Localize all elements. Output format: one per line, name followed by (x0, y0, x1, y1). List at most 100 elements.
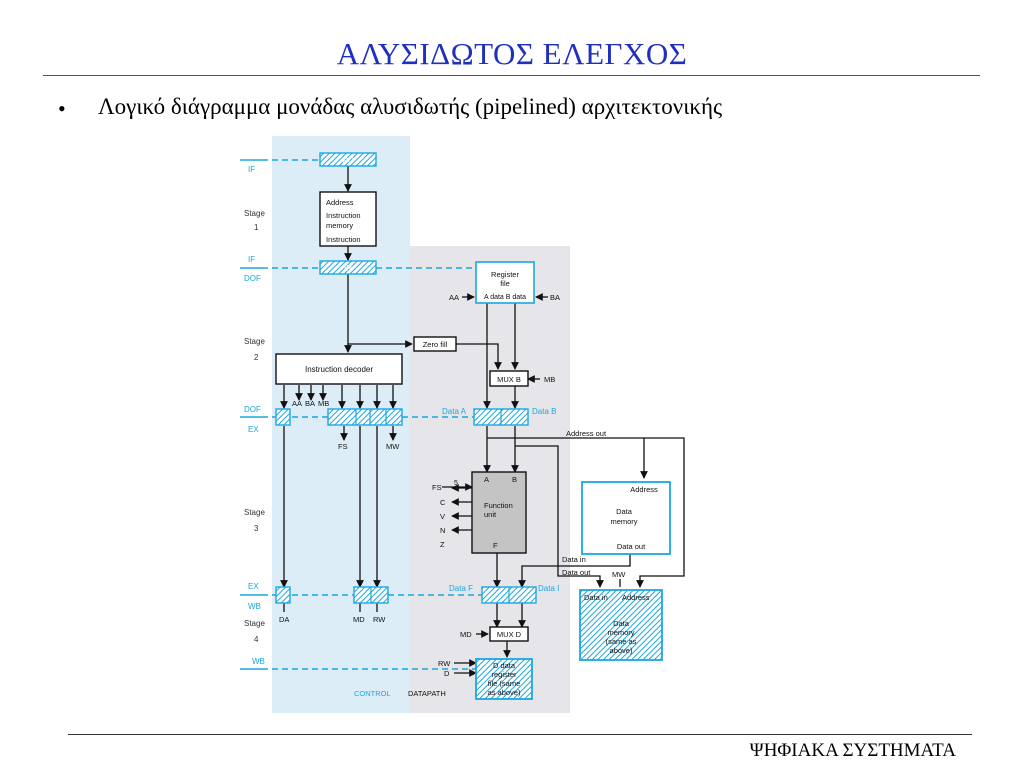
stage-label-wb: WB (248, 602, 261, 611)
data-out-label: Data out (562, 568, 591, 577)
dmem-address: Address (630, 485, 658, 494)
decoder-ba-label: BA (305, 399, 315, 408)
data-b-label: Data B (532, 407, 556, 416)
aa-label: AA (449, 293, 459, 302)
mw-2-label: MW (612, 570, 626, 579)
fs-input-label: FS (432, 483, 442, 492)
function-unit (471, 471, 527, 554)
dmem2-name-1: Data (613, 619, 630, 628)
ir-register (319, 260, 377, 275)
da-pipeline-register (275, 408, 291, 426)
d-input-label: D (444, 669, 450, 678)
da-wb-register (275, 586, 291, 604)
stage-label-ex-2: EX (248, 582, 259, 591)
bullet-marker: • (58, 96, 66, 121)
data-a-label: Data A (442, 407, 467, 416)
imem-address: Address (326, 198, 354, 207)
mb-label: MB (544, 375, 555, 384)
register-file (475, 261, 535, 304)
title-divider (43, 75, 980, 76)
rw-label: RW (373, 615, 386, 624)
instruction-decoder (275, 353, 403, 385)
func-label-1: Function (484, 501, 513, 510)
pc-register (319, 152, 377, 167)
mw-label: MW (386, 442, 400, 451)
da-label: DA (279, 615, 289, 624)
md-input-label: MD (460, 630, 472, 639)
stage3-number: 3 (254, 524, 259, 533)
mux-d-label: MUX D (497, 630, 522, 639)
stage-label-dof: DOF (244, 274, 261, 283)
data-memory (581, 481, 671, 555)
regfile-label-1: Register (491, 270, 519, 279)
rw-input-label: RW (438, 659, 451, 668)
mux-b (489, 370, 529, 387)
data-in-label: Data in (562, 555, 586, 564)
mux-b-label: MUX B (497, 375, 521, 384)
datapath-region-label: DATAPATH (408, 689, 446, 698)
stage-label-ex: EX (248, 425, 259, 434)
imem-output: Instruction (326, 235, 361, 244)
stage-label-if: IF (248, 165, 255, 174)
stage2-number: 2 (254, 353, 259, 362)
zero-fill (413, 336, 457, 352)
dreg-label-4: as above) (488, 688, 521, 697)
ba-label: BA (550, 293, 560, 302)
imem-name-1: Instruction (326, 211, 361, 220)
func-input-a: A (484, 475, 489, 484)
func-input-b: B (512, 475, 517, 484)
instruction-memory (319, 191, 377, 247)
dmem2-name-3: (same as (606, 637, 637, 646)
dmem2-name-2: memory (607, 628, 634, 637)
d-register-file (475, 658, 533, 700)
flag-v: V (440, 512, 445, 521)
decoder-aa-label: AA (292, 399, 302, 408)
control-region-label: CONTROL (354, 689, 391, 698)
decoder-mb-label: MB (318, 399, 329, 408)
dmem2-name-4: above) (610, 646, 633, 655)
data-memory-wb (579, 589, 663, 661)
stage4-label: Stage (244, 619, 265, 628)
regfile-ports: A data B data (484, 294, 526, 301)
stage-label-wb-2: WB (252, 657, 265, 666)
pipeline-diagram: IF Stage 1 IF DOF Stage 2 DOF EX Stage 3… (210, 136, 755, 721)
md-label: MD (353, 615, 365, 624)
func-label-2: unit (484, 510, 497, 519)
fs-label: FS (338, 442, 348, 451)
stage1-label: Stage (244, 209, 265, 218)
stage4-number: 4 (254, 635, 259, 644)
regfile-label-2: file (500, 279, 510, 288)
dmem2-address: Address (622, 593, 650, 602)
pc-label: PC (342, 156, 353, 165)
mux-d (489, 626, 529, 642)
flag-z: Z (440, 540, 445, 549)
stage1-number: 1 (254, 223, 259, 232)
func-output-f: F (493, 541, 498, 550)
data-i-label: Data I (538, 584, 559, 593)
footer-divider (68, 734, 972, 735)
fs-width-label: 5 (454, 480, 458, 487)
dmem-name-1: Data (616, 507, 633, 516)
bullet-text: Λογικό διάγραμμα μονάδας αλυσιδωτής (pip… (98, 94, 723, 119)
footer-text: ΨΗΦΙΑΚΑ ΣΥΣΤΗΜΑΤΑ (749, 740, 956, 761)
flag-c: C (440, 498, 446, 507)
dreg-label-2: register (491, 670, 517, 679)
stage-label-if-2: IF (248, 255, 255, 264)
dreg-label-1: D data (493, 661, 516, 670)
flag-n: N (440, 526, 445, 535)
dmem2-data-in: Data in (584, 593, 608, 602)
ir-label: IR (344, 264, 352, 273)
slide-title: ΑΛΥΣΙΔΩΤΟΣ ΕΛΕΓΧΟΣ (336, 36, 688, 71)
data-f-label: Data F (449, 584, 473, 593)
decoder-label: Instruction decoder (305, 365, 373, 374)
stage3-label: Stage (244, 508, 265, 517)
control-pipeline-register (327, 408, 403, 426)
zero-fill-label: Zero fill (423, 340, 448, 349)
imem-name-2: memory (326, 221, 353, 230)
dmem-name-2: memory (610, 517, 637, 526)
dmem-out: Data out (617, 542, 646, 551)
address-out-label: Address out (566, 429, 607, 438)
stage2-label: Stage (244, 337, 265, 346)
stage-label-dof-2: DOF (244, 405, 261, 414)
dreg-label-3: file (same (488, 679, 521, 688)
